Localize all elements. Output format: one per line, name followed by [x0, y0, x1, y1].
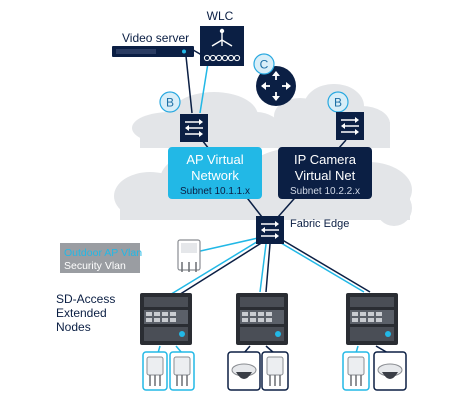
border-switch-right [336, 112, 364, 140]
endpoint-tile-ap-2 [169, 351, 195, 391]
b-badge-right: B [327, 91, 349, 113]
svg-text:Subnet 10.1.1.x: Subnet 10.1.1.x [180, 186, 250, 197]
svg-text:IP Camera: IP Camera [294, 152, 357, 167]
svg-text:Network: Network [191, 168, 239, 183]
c-badge: C [253, 53, 275, 75]
access-point-icon [146, 356, 164, 386]
switch-arrows-icon [185, 119, 203, 137]
dome-camera-icon [231, 363, 257, 379]
b-badge-left: B [159, 91, 181, 113]
endpoint-tile-camera-1 [227, 351, 261, 391]
extended-node-switch-3 [346, 293, 398, 345]
router-device [256, 66, 296, 106]
svg-text:Subnet 10.2.2.x: Subnet 10.2.2.x [290, 186, 360, 197]
security-vlan-label: Security Vlan [64, 260, 126, 272]
svg-text:Virtual Net: Virtual Net [295, 168, 356, 183]
svg-text:AP Virtual: AP Virtual [186, 152, 243, 167]
link-videoserver-ap-switch [185, 55, 193, 114]
svg-text:SD-Access: SD-Access [56, 292, 115, 306]
wlc-device [200, 26, 244, 66]
outdoor-ap-vlan-label: Outdoor AP Vlan [64, 247, 142, 259]
fabric-edge-switch [256, 216, 284, 244]
link-fabric-node3-cyan [275, 239, 365, 293]
endpoint-tile-ap-3 [342, 351, 370, 391]
router-icon [261, 71, 291, 101]
dome-camera-icon [377, 363, 403, 379]
link-fabric-outdoor-ap [195, 237, 259, 253]
link-fabric-node2-cyan [259, 243, 267, 293]
link-fabric-node1-navy [173, 241, 264, 299]
svg-text:B: B [334, 96, 342, 110]
access-point-icon [347, 356, 365, 386]
svg-text:Extended: Extended [56, 306, 107, 320]
link-wlc-ap-switch [199, 62, 209, 114]
endpoint-tile-camera-3 [373, 351, 407, 391]
border-switch-left [180, 114, 208, 142]
extended-node-switch-2 [236, 293, 288, 345]
outdoor-ap-icon [177, 239, 201, 272]
video-server-label: Video server [122, 31, 189, 45]
ap-virtual-network-box: AP Virtual Network Subnet 10.1.1.x [168, 147, 262, 199]
vlan-legend: Outdoor AP Vlan Security Vlan [60, 243, 142, 273]
link-fabric-node2-navy [265, 243, 271, 293]
wlc-icon [211, 28, 233, 47]
video-server-device [112, 46, 194, 57]
extended-nodes-label: SD-Access Extended Nodes [56, 292, 115, 334]
fabric-edge-label: Fabric Edge [290, 218, 349, 230]
switch-arrows-icon [341, 117, 359, 135]
wlc-label: WLC [207, 9, 234, 23]
endpoint-tile-camera-2 [261, 351, 289, 391]
endpoint-tile-ap-1 [142, 351, 168, 391]
svg-text:B: B [166, 96, 174, 110]
link-fabric-node3-navy [278, 237, 371, 293]
svg-text:C: C [260, 58, 269, 72]
svg-text:Nodes: Nodes [56, 320, 91, 334]
ip-camera-virtual-net-box: IP Camera Virtual Net Subnet 10.2.2.x [278, 147, 372, 199]
switch-arrows-icon [261, 221, 279, 239]
wlc-ports [203, 54, 241, 62]
extended-node-switch-1 [140, 293, 192, 345]
access-point-icon [266, 356, 284, 386]
link-fabric-node1-cyan [167, 239, 261, 297]
access-point-icon [173, 356, 191, 386]
